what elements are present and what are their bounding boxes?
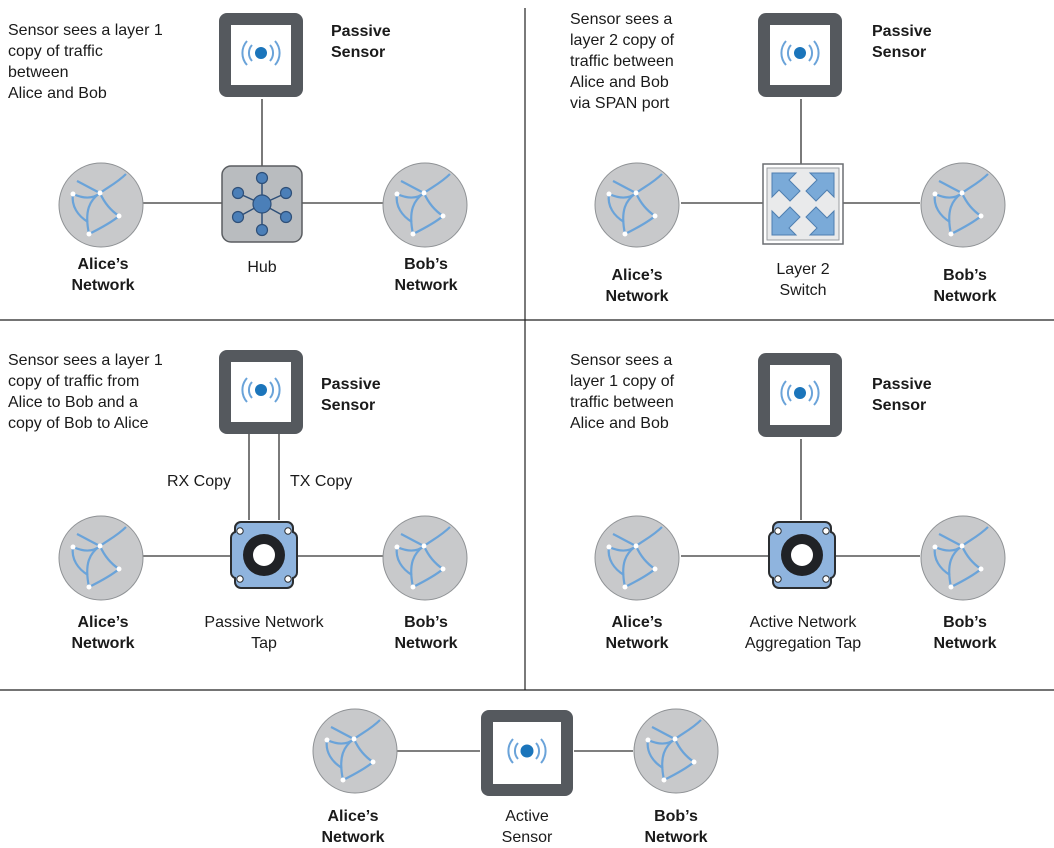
switch-device-label: Layer 2 Switch — [776, 261, 830, 299]
passive-sensor-icon — [219, 350, 303, 434]
network-globe-icon — [58, 515, 144, 601]
passive-tap-alice-label: Alice’s Network — [71, 614, 135, 652]
hub-icon — [221, 165, 303, 243]
active-tap-alice-label: Alice’s Network — [605, 614, 669, 652]
layer2-switch-icon — [762, 163, 844, 245]
network-globe-icon — [633, 708, 719, 794]
active-sensor-alice-label: Alice’s Network — [321, 808, 385, 846]
switch-bob-label: Bob’s Network — [933, 267, 997, 305]
active-tap-description: Sensor sees a layer 1 copy of traffic be… — [570, 352, 675, 432]
active-sensor-bob-label: Bob’s Network — [644, 808, 708, 846]
active-tap-sensor-label: Passive Sensor — [872, 376, 932, 414]
switch-description: Sensor sees a layer 2 copy of traffic be… — [570, 11, 675, 112]
tx-copy-label: TX Copy — [290, 473, 353, 490]
active-sensor-device-label: Active Sensor — [501, 808, 553, 846]
switch-sensor-label: Passive Sensor — [872, 23, 932, 61]
network-globe-icon — [382, 515, 468, 601]
hub-alice-label: Alice’s Network — [71, 256, 135, 294]
rx-copy-label: RX Copy — [167, 473, 232, 490]
active-sensor-icon — [481, 710, 573, 796]
network-globe-icon — [382, 162, 468, 248]
passive-tap-sensor-label: Passive Sensor — [321, 376, 381, 414]
network-globe-icon — [920, 515, 1006, 601]
passive-sensor-icon — [758, 353, 842, 437]
hub-sensor-label: Passive Sensor — [331, 23, 391, 61]
switch-alice-label: Alice’s Network — [605, 267, 669, 305]
network-globe-icon — [594, 515, 680, 601]
network-tap-icon — [230, 521, 298, 589]
network-globe-icon — [594, 162, 680, 248]
active-tap-bob-label: Bob’s Network — [933, 614, 997, 652]
network-globe-icon — [920, 162, 1006, 248]
passive-sensor-icon — [219, 13, 303, 97]
passive-sensor-icon — [758, 13, 842, 97]
hub-bob-label: Bob’s Network — [394, 256, 458, 294]
network-globe-icon — [312, 708, 398, 794]
passive-tap-description: Sensor sees a layer 1 copy of traffic fr… — [8, 352, 163, 432]
passive-tap-bob-label: Bob’s Network — [394, 614, 458, 652]
network-globe-icon — [58, 162, 144, 248]
hub-device-label: Hub — [247, 259, 277, 276]
passive-tap-device-label: Passive Network Tap — [204, 614, 324, 652]
active-tap-device-label: Active Network Aggregation Tap — [744, 614, 862, 652]
hub-description: Sensor sees a layer 1 copy of traffic be… — [8, 22, 163, 102]
network-tap-icon — [768, 521, 836, 589]
